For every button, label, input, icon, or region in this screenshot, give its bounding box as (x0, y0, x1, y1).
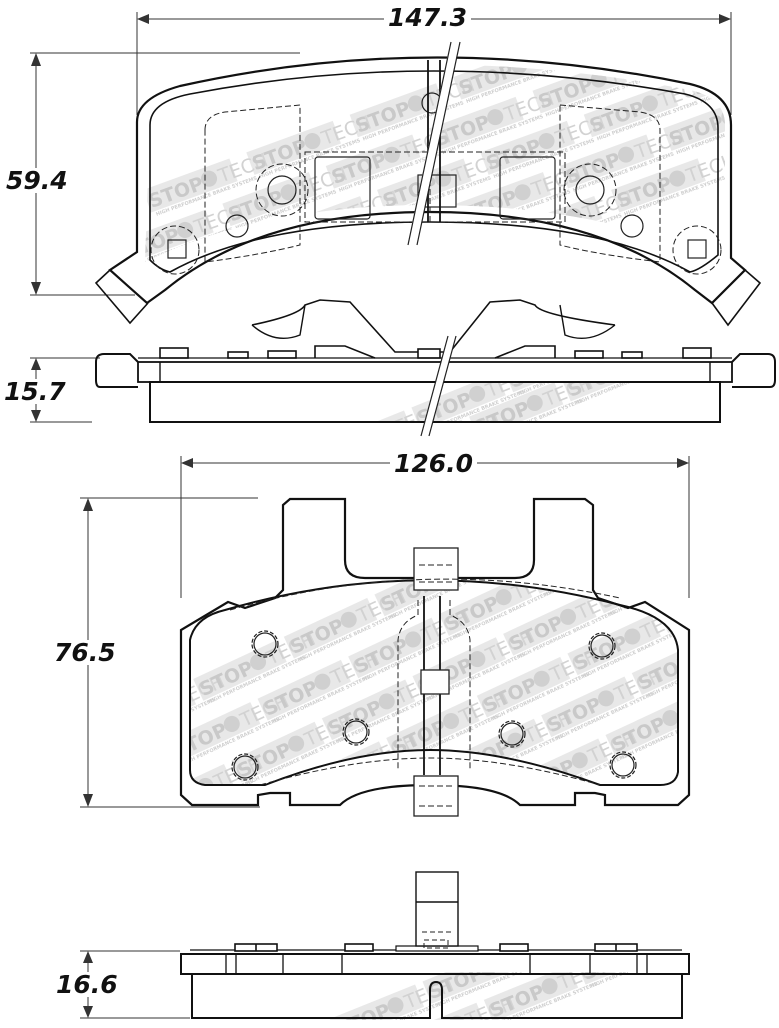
dimension-59-4 (30, 52, 300, 296)
inner-pad-front-view (80, 456, 691, 817)
outer-pad-side-view (30, 299, 776, 438)
dimension-label-76-5: 76.5 (50, 640, 120, 665)
dimension-label-59-4: 59.4 (2, 168, 72, 193)
dimension-label-16-6: 16.6 (52, 972, 122, 997)
dimension-16-6 (80, 950, 190, 1019)
dimension-label-15-7: 15.7 (0, 379, 70, 404)
dimension-label-126-0: 126.0 (390, 451, 478, 476)
inner-pad-side-view (80, 871, 690, 1020)
outer-pad-front-view (30, 12, 762, 327)
dimension-label-147-3: 147.3 (384, 5, 472, 30)
